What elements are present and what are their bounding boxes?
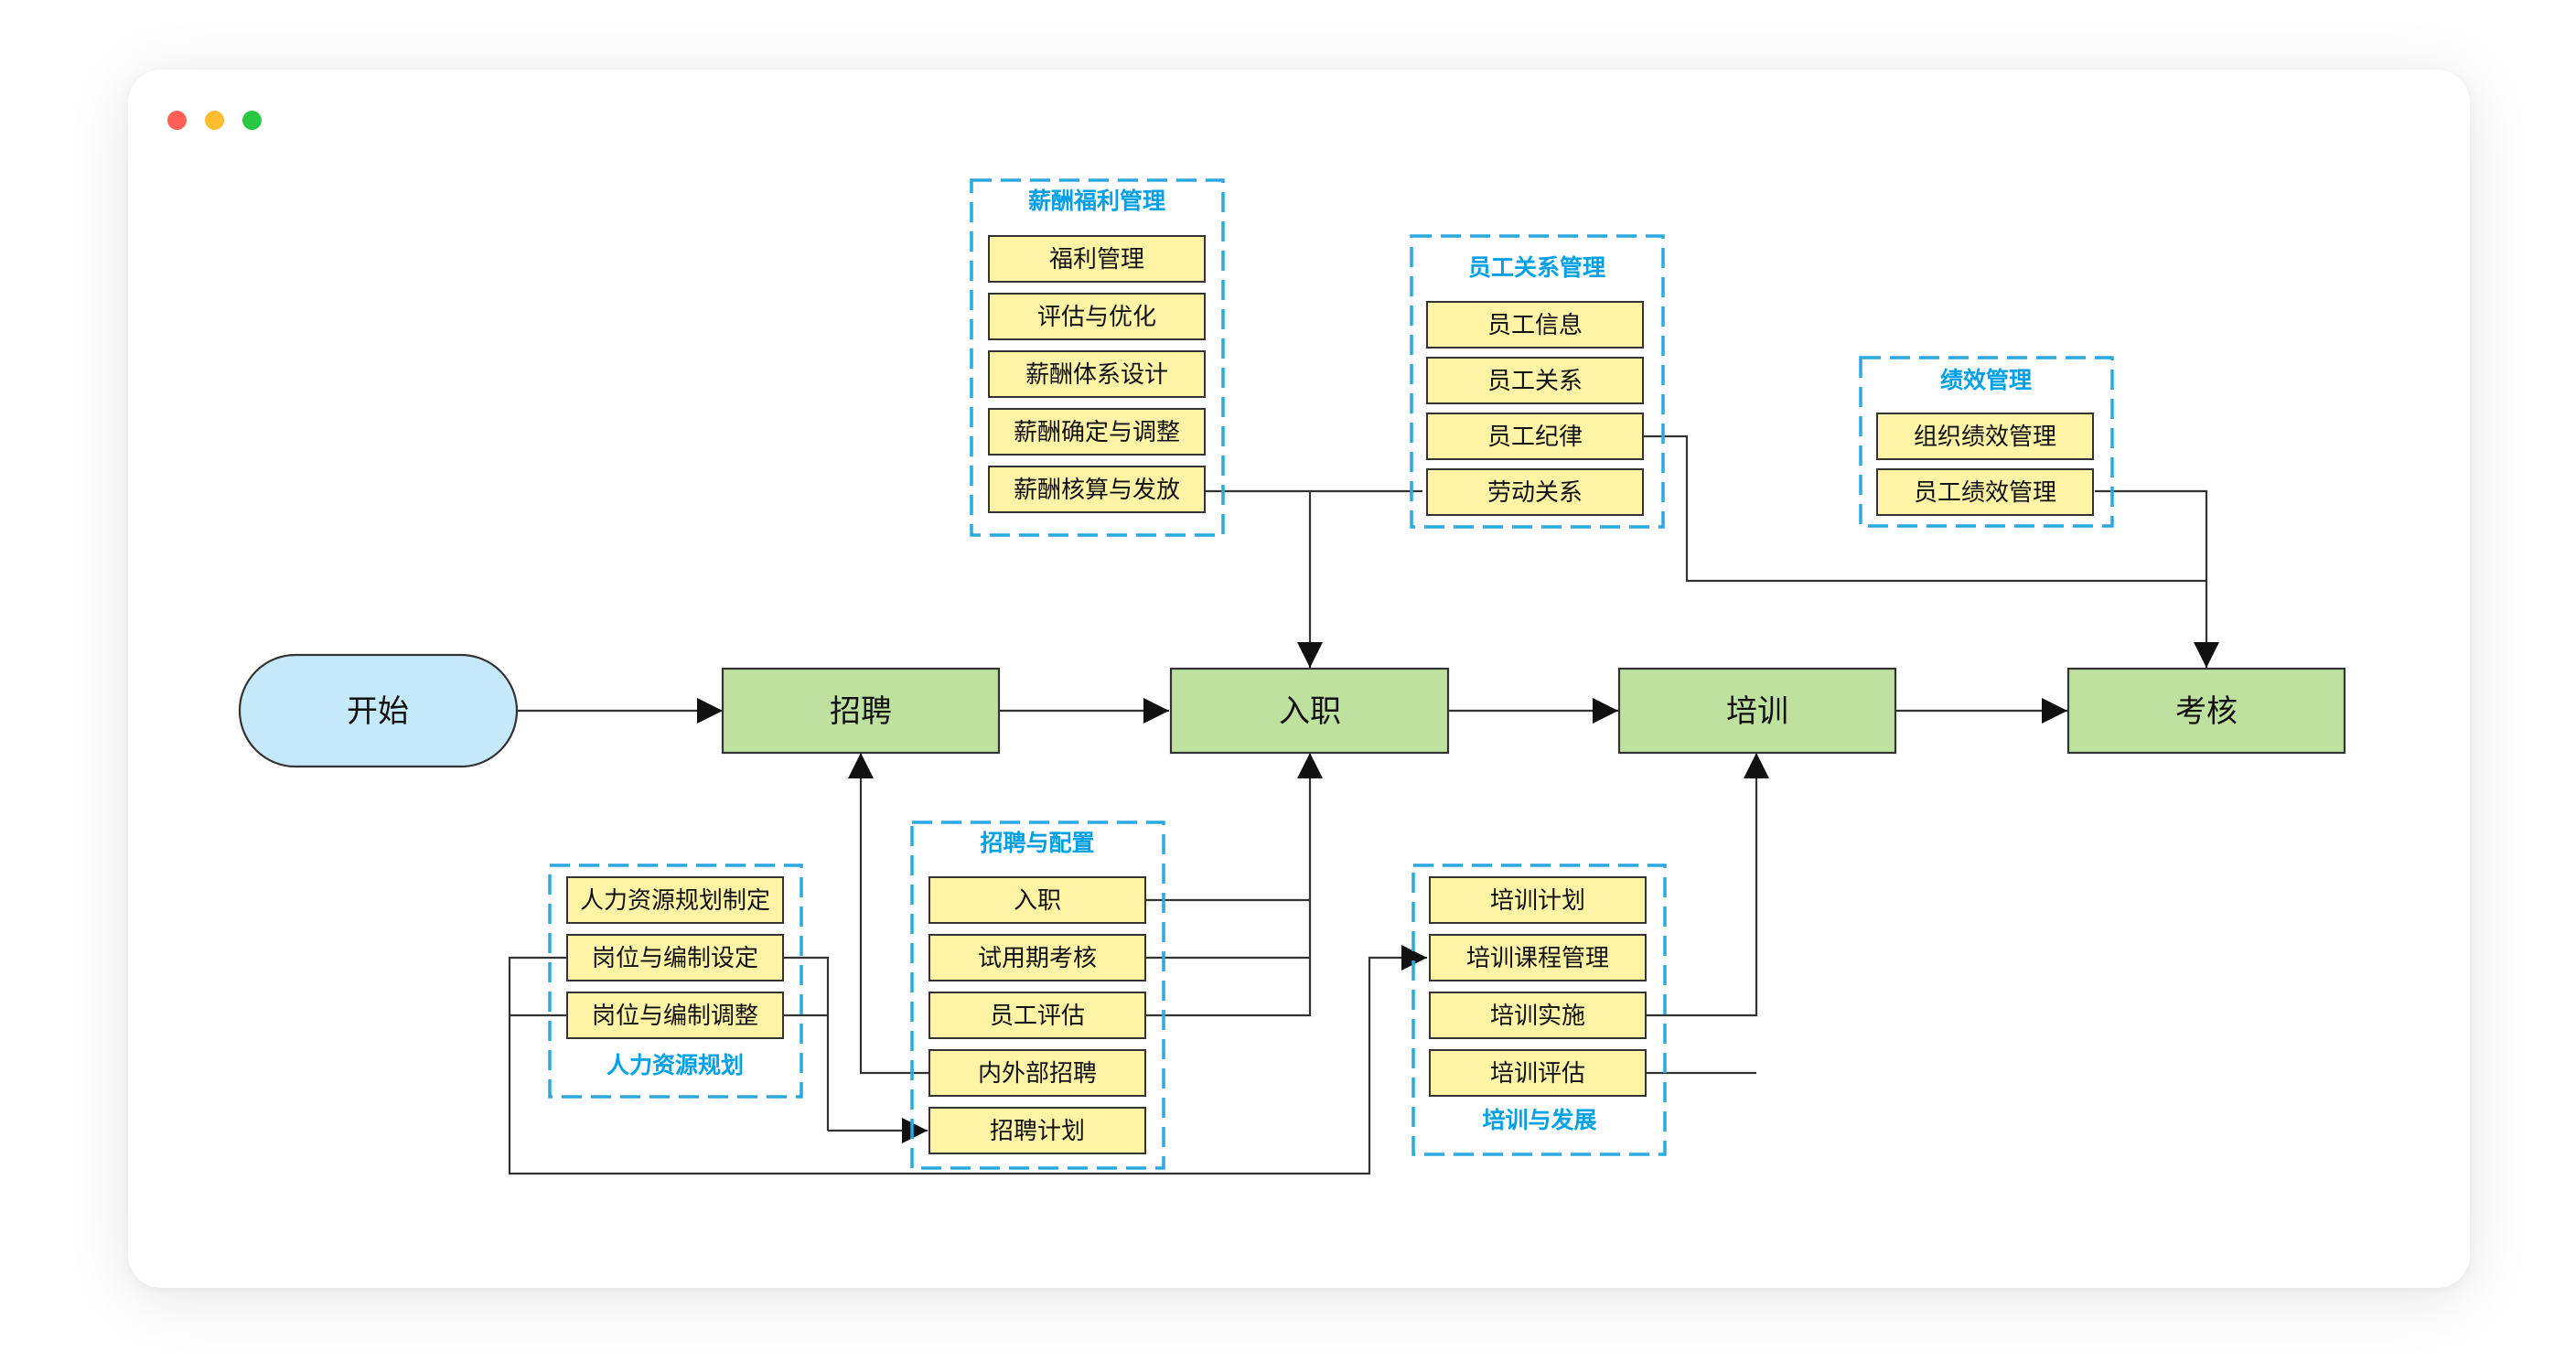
item-label: 岗位与编制调整 bbox=[592, 1003, 758, 1030]
minimize-dot-icon[interactable] bbox=[205, 111, 224, 130]
item-box[interactable]: 薪酬核算与发放 bbox=[988, 466, 1206, 513]
arrow-into-course-mgmt bbox=[508, 945, 1427, 1175]
item-label: 试用期考核 bbox=[978, 945, 1097, 972]
group-frame bbox=[970, 178, 1225, 537]
group-title: 绩效管理 bbox=[1940, 367, 2032, 393]
item-box[interactable]: 员工绩效管理 bbox=[1876, 468, 2094, 516]
connectors bbox=[508, 434, 2219, 1175]
item-box[interactable]: 岗位与编制调整 bbox=[566, 992, 784, 1039]
group-title: 培训与发展 bbox=[1482, 1107, 1596, 1133]
arrow-into-recruit bbox=[848, 753, 929, 1075]
item-box[interactable]: 人力资源规划制定 bbox=[566, 876, 784, 924]
item-label: 入职 bbox=[1014, 887, 1061, 915]
item-box[interactable]: 招聘计划 bbox=[928, 1107, 1146, 1154]
start-node[interactable]: 开始 bbox=[238, 653, 519, 768]
item-label: 员工绩效管理 bbox=[1914, 479, 2056, 507]
recruit-label: 招聘 bbox=[830, 693, 892, 730]
item-label: 福利管理 bbox=[1049, 246, 1144, 273]
item-label: 内外部招聘 bbox=[978, 1060, 1097, 1088]
line-setup-to-plan bbox=[782, 956, 830, 1131]
item-box[interactable]: 培训实施 bbox=[1429, 992, 1647, 1039]
item-label: 薪酬体系设计 bbox=[1025, 361, 1168, 389]
item-label: 评估与优化 bbox=[1037, 304, 1156, 331]
item-box[interactable]: 培训计划 bbox=[1429, 876, 1647, 924]
start-label: 开始 bbox=[347, 693, 409, 730]
item-box[interactable]: 培训课程管理 bbox=[1429, 934, 1647, 981]
item-box[interactable]: 薪酬确定与调整 bbox=[988, 408, 1206, 456]
group-frame bbox=[910, 820, 1165, 1170]
item-box[interactable]: 薪酬体系设计 bbox=[988, 350, 1206, 398]
onboard-node[interactable]: 入职 bbox=[1169, 667, 1450, 755]
group-title: 员工关系管理 bbox=[1468, 254, 1605, 281]
group-frame bbox=[1410, 234, 1665, 529]
item-box[interactable]: 员工关系 bbox=[1426, 357, 1644, 404]
item-label: 培训课程管理 bbox=[1466, 945, 1609, 972]
assessment-node[interactable]: 考核 bbox=[2066, 667, 2346, 755]
arrow-into-onboard-bottom bbox=[1145, 753, 1323, 1017]
item-box[interactable]: 员工评估 bbox=[928, 992, 1146, 1039]
item-label: 员工纪律 bbox=[1487, 424, 1583, 451]
item-label: 组织绩效管理 bbox=[1914, 424, 2056, 451]
item-label: 招聘计划 bbox=[990, 1118, 1085, 1145]
item-label: 薪酬确定与调整 bbox=[1014, 419, 1180, 446]
group-layer: 薪酬福利管理福利管理评估与优化薪酬体系设计薪酬确定与调整薪酬核算与发放员工关系管… bbox=[548, 178, 2114, 1170]
training-node[interactable]: 培训 bbox=[1617, 667, 1897, 755]
item-box[interactable]: 内外部招聘 bbox=[928, 1049, 1146, 1097]
item-label: 培训实施 bbox=[1490, 1003, 1585, 1030]
item-label: 培训评估 bbox=[1490, 1060, 1585, 1088]
item-label: 劳动关系 bbox=[1487, 479, 1583, 507]
group-frame bbox=[1859, 356, 2114, 528]
item-label: 员工评估 bbox=[990, 1003, 1085, 1030]
item-box[interactable]: 岗位与编制设定 bbox=[566, 934, 784, 981]
item-box[interactable]: 组织绩效管理 bbox=[1876, 413, 2094, 460]
arrow-into-training bbox=[1642, 753, 1769, 1017]
group-frame bbox=[1411, 863, 1667, 1156]
item-box[interactable]: 评估与优化 bbox=[988, 293, 1206, 340]
recruit-node[interactable]: 招聘 bbox=[721, 667, 1001, 755]
item-label: 培训计划 bbox=[1490, 887, 1585, 915]
item-label: 员工关系 bbox=[1487, 368, 1583, 395]
close-dot-icon[interactable] bbox=[167, 111, 187, 130]
arrow-into-assessment bbox=[2095, 489, 2219, 668]
line-discipline-to-assessment bbox=[1643, 434, 2206, 583]
item-label: 岗位与编制设定 bbox=[592, 945, 758, 972]
group-title: 人力资源规划 bbox=[606, 1052, 744, 1078]
item-label: 人力资源规划制定 bbox=[580, 887, 770, 915]
group-title: 招聘与配置 bbox=[980, 830, 1094, 856]
item-box[interactable]: 劳动关系 bbox=[1426, 468, 1644, 516]
maximize-dot-icon[interactable] bbox=[242, 111, 262, 130]
item-box[interactable]: 福利管理 bbox=[988, 235, 1206, 283]
onboard-label: 入职 bbox=[1279, 693, 1341, 730]
item-box[interactable]: 员工纪律 bbox=[1426, 413, 1644, 460]
item-label: 薪酬核算与发放 bbox=[1014, 477, 1180, 504]
group-title: 薪酬福利管理 bbox=[1028, 188, 1165, 214]
item-box[interactable]: 入职 bbox=[928, 876, 1146, 924]
item-box[interactable]: 培训评估 bbox=[1429, 1049, 1647, 1097]
item-label: 员工信息 bbox=[1487, 312, 1583, 339]
item-box[interactable]: 试用期考核 bbox=[928, 934, 1146, 981]
item-box[interactable]: 员工信息 bbox=[1426, 301, 1644, 349]
training-label: 培训 bbox=[1726, 693, 1788, 730]
group-frame bbox=[548, 863, 803, 1099]
assessment-label: 考核 bbox=[2175, 693, 2238, 730]
